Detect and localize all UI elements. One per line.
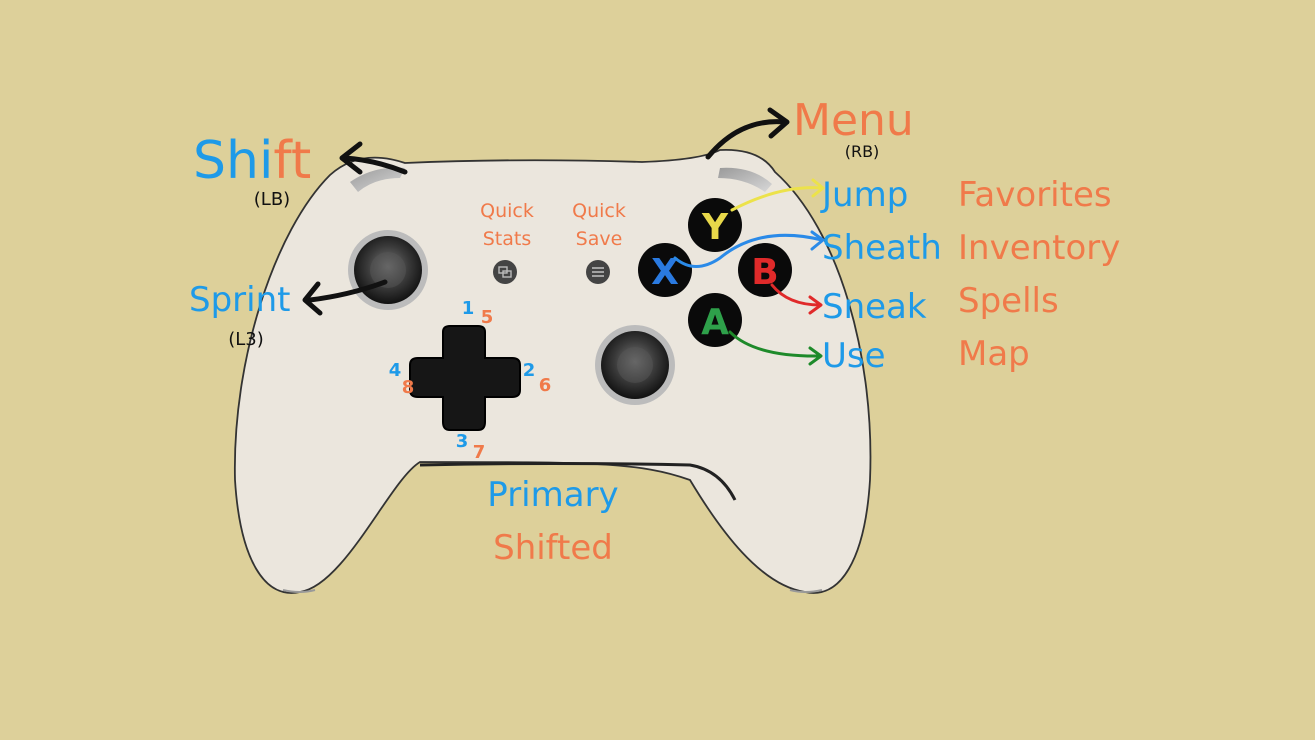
shift-label-prefix: Shi bbox=[193, 131, 273, 191]
b-button[interactable]: B bbox=[738, 243, 792, 297]
view-button[interactable] bbox=[493, 260, 517, 284]
action-primary-sheath: Sheath bbox=[822, 228, 942, 268]
menu-button[interactable] bbox=[586, 260, 610, 284]
action-primary-sneak: Sneak bbox=[822, 287, 927, 327]
dpad-up-primary: 1 bbox=[462, 298, 475, 319]
controller-outline bbox=[234, 148, 872, 594]
dpad-left-shifted: 8 bbox=[402, 377, 415, 398]
controller-bottom-shadow-left bbox=[282, 589, 316, 593]
quick-stats-line1: Quick bbox=[480, 200, 534, 222]
lb-bumper[interactable] bbox=[350, 167, 405, 192]
dpad-up-shifted: 5 bbox=[481, 307, 494, 328]
action-primary-jump: Jump bbox=[820, 175, 908, 215]
menu-sub-label: (RB) bbox=[845, 142, 880, 161]
a-use-arrow bbox=[728, 330, 823, 366]
action-shifted-favorites: Favorites bbox=[958, 175, 1112, 215]
dpad[interactable] bbox=[409, 325, 521, 431]
controller-bottom-shadow-right bbox=[789, 589, 823, 593]
rb-bumper[interactable] bbox=[718, 167, 772, 192]
controller-grip-line bbox=[419, 462, 737, 501]
dpad-down-shifted: 7 bbox=[473, 442, 486, 463]
dpad-left-primary: 4 bbox=[389, 360, 402, 381]
b-sneak-arrow bbox=[770, 283, 823, 315]
y-button-label: Y bbox=[701, 207, 729, 248]
quick-save-line1: Quick bbox=[572, 200, 626, 222]
menu-arrow bbox=[705, 107, 790, 160]
y-button[interactable]: Y bbox=[688, 198, 742, 252]
action-shifted-spells: Spells bbox=[958, 281, 1059, 321]
legend-primary: Primary bbox=[487, 475, 618, 515]
shift-arrow bbox=[339, 141, 408, 175]
legend-shifted: Shifted bbox=[493, 528, 613, 568]
shift-sub-label: (LB) bbox=[254, 189, 290, 210]
sprint-sub-label: (L3) bbox=[228, 329, 264, 350]
sprint-label: Sprint bbox=[189, 280, 290, 320]
x-button[interactable]: X bbox=[638, 243, 692, 297]
quick-save-line2: Save bbox=[576, 228, 623, 250]
x-sheath-arrow bbox=[673, 230, 825, 268]
quick-stats-line2: Stats bbox=[483, 228, 532, 250]
menu-label: Menu bbox=[793, 95, 914, 146]
y-jump-arrow bbox=[730, 178, 825, 212]
dpad-right-primary: 2 bbox=[523, 360, 536, 381]
shift-label: Shift bbox=[193, 131, 311, 191]
action-shifted-inventory: Inventory bbox=[958, 228, 1120, 268]
dpad-down-primary: 3 bbox=[456, 431, 469, 452]
right-stick[interactable] bbox=[595, 325, 675, 405]
action-primary-use: Use bbox=[822, 336, 886, 376]
left-stick[interactable] bbox=[348, 230, 428, 310]
sprint-arrow bbox=[302, 279, 388, 316]
action-shifted-map: Map bbox=[958, 334, 1030, 374]
a-button-label: A bbox=[701, 302, 729, 343]
dpad-right-shifted: 6 bbox=[539, 375, 552, 396]
shift-label-suffix: ft bbox=[273, 131, 311, 191]
a-button[interactable]: A bbox=[688, 293, 742, 347]
